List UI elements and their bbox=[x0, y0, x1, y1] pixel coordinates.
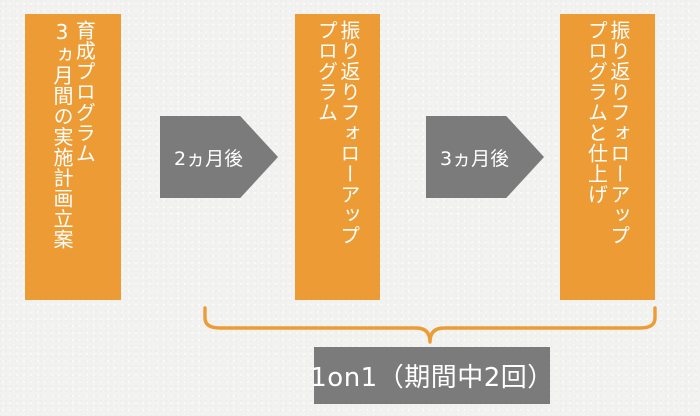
arrow-2[interactable]: 3ヵ月後 bbox=[426, 116, 544, 198]
bracket-caption-chip[interactable]: 1on1（期間中2回） bbox=[310, 347, 553, 404]
phase-1-column-left: 3ヵ月間の実施計画立案 bbox=[50, 20, 74, 250]
curly-brace-icon bbox=[203, 306, 657, 344]
phase-3-column-left: プログラムと仕上げ bbox=[584, 20, 609, 205]
phase-box-2[interactable]: 振り返りフォローアップ プログラム bbox=[295, 14, 380, 300]
phase-1-column-right: 育成プログラム bbox=[72, 20, 97, 164]
phase-2-column-left: プログラム bbox=[314, 20, 339, 123]
arrow-2-label: 3ヵ月後 bbox=[440, 147, 510, 170]
arrow-1[interactable]: 2ヵ月後 bbox=[160, 116, 278, 198]
phase-2-column-right: 振り返りフォローアップ bbox=[336, 20, 361, 246]
arrow-1-label: 2ヵ月後 bbox=[174, 147, 244, 170]
phase-box-3[interactable]: 振り返りフォローアップ プログラムと仕上げ bbox=[560, 14, 655, 300]
phase-box-1[interactable]: 育成プログラム 3ヵ月間の実施計画立案 bbox=[25, 14, 121, 300]
phase-3-column-right: 振り返りフォローアップ bbox=[606, 20, 631, 246]
bracket-caption-label: 1on1（期間中2回） bbox=[310, 363, 554, 393]
